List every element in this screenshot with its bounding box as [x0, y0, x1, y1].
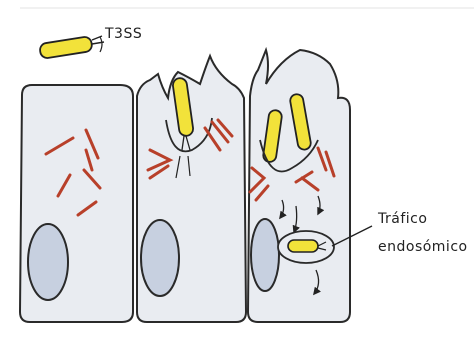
trafico-label-line2: endosómico [378, 239, 468, 255]
cell-1 [20, 85, 133, 322]
t3ss-label: T3SS [104, 26, 142, 42]
cell-2 [137, 56, 246, 322]
nucleus [141, 220, 179, 296]
free-bacterium [39, 36, 104, 59]
cell-3 [248, 50, 350, 322]
trafico-label-line1: Tráfico [377, 211, 427, 227]
endosomal-bacterium [288, 240, 318, 252]
nucleus [28, 224, 68, 300]
nucleus [251, 219, 279, 291]
